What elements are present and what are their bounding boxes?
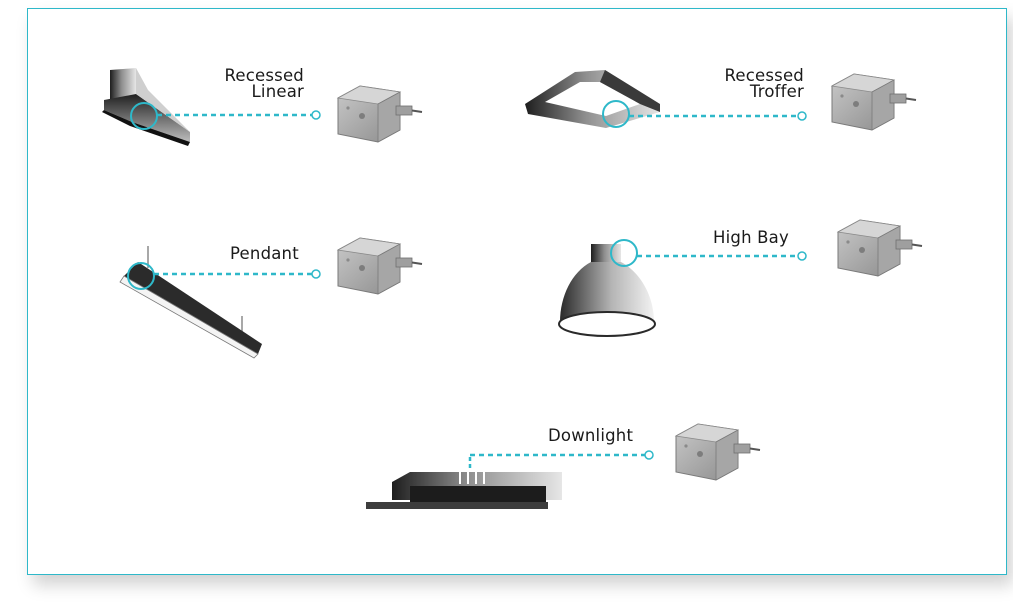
high-bay-label: High Bay <box>713 228 789 247</box>
sensor-module-icon <box>337 85 423 143</box>
recessed-linear-label: Recessed Linear <box>224 66 304 101</box>
recessed-troffer-fixture-icon <box>525 70 660 128</box>
pendant-label: Pendant <box>230 244 299 263</box>
connector-endpoint <box>311 110 321 120</box>
connector-endpoint <box>797 111 807 121</box>
pendant-fixture-icon <box>119 246 262 359</box>
connector-endpoint <box>797 251 807 261</box>
downlight-label: Downlight <box>548 426 634 445</box>
connector-endpoint <box>644 450 654 460</box>
sensor-module-icon <box>837 219 923 277</box>
high-bay-fixture-icon <box>558 239 656 337</box>
sensor-module-icon <box>337 237 423 295</box>
connector-endpoint <box>311 269 321 279</box>
recessed-troffer-label: Recessed Troffer <box>724 66 804 101</box>
downlight-fixture-icon <box>366 466 562 509</box>
sensor-module-icon <box>831 73 917 131</box>
sensor-module-icon <box>675 423 761 481</box>
recessed-linear-fixture-icon <box>102 68 190 146</box>
